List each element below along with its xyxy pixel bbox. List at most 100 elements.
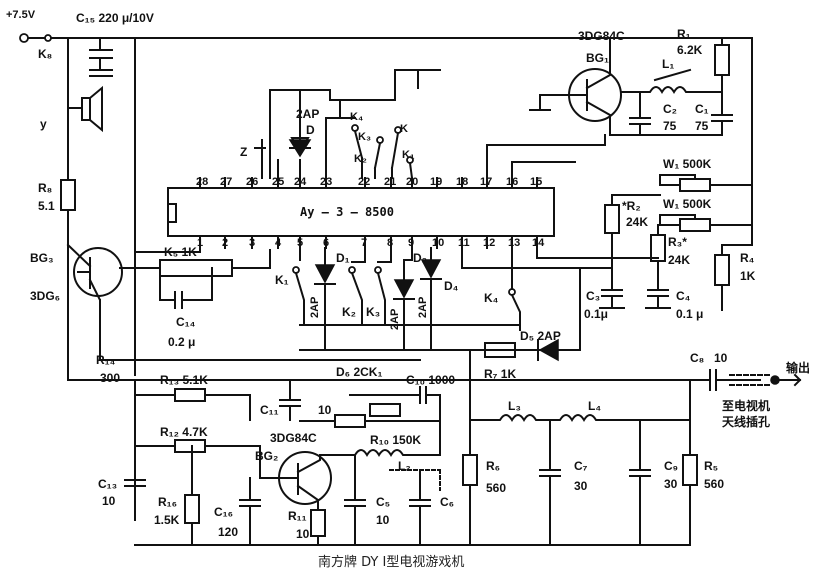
- capacitor-c14: [159, 267, 213, 309]
- bg3-leads: [66, 243, 101, 341]
- label-k5: K₅ 1K: [164, 245, 197, 259]
- label-l4: L₄: [588, 399, 601, 413]
- capacitor-c11: [279, 379, 301, 421]
- ic-pin-26: 26: [246, 176, 258, 188]
- wire-pin17: [486, 134, 606, 179]
- label-c3: C₃: [586, 289, 600, 303]
- label-r1-value: 6.2K: [677, 43, 703, 57]
- label-r7: R₇ 1K: [484, 367, 516, 381]
- pot-w1-b: [659, 218, 753, 232]
- ic-pin-11: 11: [458, 237, 470, 249]
- label-d: D: [306, 123, 315, 137]
- wire-z: [261, 147, 279, 179]
- label-c9-value: 30: [664, 477, 678, 491]
- label-r10: R₁₀ 150K: [370, 433, 421, 447]
- ic-pin-27: 27: [220, 176, 232, 188]
- label-r12: R₁₂ 4.7K: [160, 425, 208, 439]
- d3-leads: [420, 247, 442, 351]
- switch-z: [254, 139, 266, 157]
- label-d-type: 2AP: [296, 107, 319, 121]
- ic-pin-17: 17: [480, 176, 492, 188]
- ic-pin-3: 3: [249, 237, 255, 249]
- ic-pin-12: 12: [483, 237, 495, 249]
- capacitor-c8: [699, 369, 761, 391]
- capacitor-c16: [239, 477, 261, 546]
- label-c1-value: 75: [695, 119, 709, 133]
- label-r14-value: 300: [100, 371, 120, 385]
- label-z: Z: [240, 145, 247, 159]
- label-r13: R₁₃ 5.1K: [160, 373, 208, 387]
- label-bg2: BG₂: [255, 449, 278, 463]
- ic-pin-25: 25: [272, 176, 284, 188]
- label-r5: R₅: [704, 459, 718, 473]
- capacitor-c6: [409, 469, 431, 546]
- resistor-r8: [60, 179, 76, 211]
- label-c14-value: 0.2 μ: [168, 335, 195, 349]
- ic-ay-3-8500: [167, 187, 555, 237]
- diode-d5: [538, 338, 559, 362]
- ic-pin-1: 1: [197, 237, 203, 249]
- c10-resistor: [369, 403, 401, 417]
- label-c8: C₈: [690, 351, 704, 365]
- label-tv-1: 至电视机: [722, 398, 770, 413]
- ic-pin-10: 10: [432, 237, 444, 249]
- resistor-r10: [334, 414, 366, 428]
- label-c8-value: 10: [714, 351, 728, 365]
- wire-bg3-emitter: [99, 299, 421, 361]
- label-r3: R₃*: [668, 235, 687, 249]
- speaker-symbol: [67, 85, 103, 133]
- capacitor-c10: [349, 386, 441, 421]
- label-c11-value: 10: [318, 403, 332, 417]
- ic-pin-13: 13: [508, 237, 520, 249]
- label-c5: C₅: [376, 495, 390, 509]
- label-k3: K₃: [366, 305, 380, 319]
- label-d6: D₆ 2CK₁: [336, 365, 382, 379]
- label-c6: C₆: [440, 495, 454, 509]
- label-c1: C₁: [695, 102, 709, 116]
- capacitor-c7: [539, 419, 561, 546]
- label-2ap-3: 2AP: [417, 297, 429, 318]
- label-c15: C₁₅ 220 μ/10V: [76, 11, 154, 25]
- ic-pin-9: 9: [408, 237, 414, 249]
- inductor-l2: [353, 419, 441, 457]
- label-r16: R₁₆: [158, 495, 177, 509]
- wire-r4: [721, 209, 753, 311]
- label-bg3: BG₃: [30, 251, 54, 265]
- label-r2: *R₂: [622, 199, 641, 213]
- label-c5-value: 10: [376, 513, 390, 527]
- label-k2: K₂: [342, 305, 356, 319]
- resistor-r11: [310, 509, 326, 537]
- label-d1: D₁: [336, 251, 350, 265]
- ic-pin-20: 20: [406, 176, 418, 188]
- label-c4-value: 0.1 μ: [676, 307, 703, 321]
- capacitor-c3: [599, 259, 625, 309]
- capacitor-c2: [629, 91, 651, 136]
- l1-arrow: [653, 68, 692, 82]
- r13-leads: [134, 394, 251, 421]
- ic-top-pins: [199, 177, 538, 189]
- ic-pin-8: 8: [387, 237, 393, 249]
- capacitor-c5: [344, 454, 366, 546]
- output-jack: [770, 375, 780, 385]
- label-bg3-type: 3DG₆: [30, 289, 60, 303]
- label-bg2-type: 3DG84C: [270, 431, 317, 445]
- label-l2: L₂: [398, 459, 411, 473]
- pot-w1-a: [659, 178, 753, 192]
- label-c10: C₁₀ 1000: [406, 373, 455, 387]
- k1-lead: [294, 271, 305, 326]
- label-r1: R₁: [677, 27, 691, 41]
- label-c7-value: 30: [574, 479, 588, 493]
- label-k1: K₁: [275, 273, 289, 287]
- label-k-top-3: K₃: [358, 131, 371, 143]
- wire-top-switches: [353, 129, 414, 180]
- label-k-top-2: K₂: [354, 153, 367, 165]
- ic-pin-24: 24: [294, 176, 307, 188]
- ks-terminal: [44, 34, 52, 42]
- label-r4: R₄: [740, 251, 755, 265]
- figure-caption: 南方牌 DY Ⅰ型电视游戏机: [318, 554, 464, 570]
- bg1-leads: [529, 59, 611, 136]
- capacitor-c1: [609, 91, 733, 136]
- ic-pin-6: 6: [323, 237, 329, 249]
